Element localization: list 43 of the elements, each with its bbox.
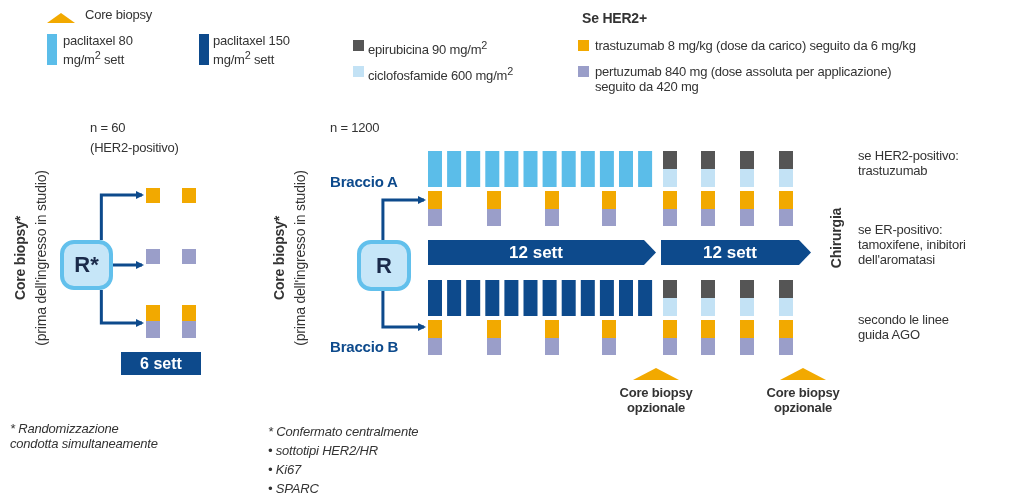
legend-text: Core biopsy [85, 7, 154, 22]
randomization-box: R* [60, 240, 113, 290]
treatment-schedule-drawing [428, 151, 793, 226]
arrow [99, 290, 144, 327]
legend-text: trastuzumab 8 mg/kg (dose da carico) seguito da 6 mg/kg [595, 38, 917, 53]
note: se HER2-positivo: trastuzumab [858, 148, 960, 178]
arrow [99, 191, 144, 240]
legend-text: pertuzumab 840 mg (dose assoluta per applicazione) seguito da 420 mg [595, 64, 893, 94]
note: Core biopsy opzionale [765, 385, 841, 415]
note: (prima dell'ingresso in studio) [32, 170, 50, 346]
footnote: * Confermato centralmente [268, 424, 419, 439]
legend-text: paclitaxel 80 mg/m$^{2}$ sett [63, 33, 134, 68]
footnote: * Randomizzazione condotta simultaneamente [10, 421, 159, 451]
arm-label: Braccio A [330, 173, 398, 191]
footnote: • sottotipi HER2/HR [268, 443, 378, 458]
note: secondo le linee guida AGO [858, 312, 950, 342]
note: se ER-positivo: tamoxifene, inibitori dell'aromatasi [858, 222, 967, 267]
legend-text: ciclofosfamide 600 mg/m$^{2}$ [368, 64, 514, 84]
axis-label: Core biopsy* [11, 216, 29, 300]
axis-label: Core biopsy* [270, 216, 288, 300]
arm-label: Braccio B [330, 338, 399, 356]
sample-size: n = 1200 [330, 120, 380, 135]
duration-banner: 12 sett [428, 240, 656, 265]
legend-text: epirubicina 90 mg/m$^{2}$ [368, 38, 489, 58]
note: (HER2-positivo) [90, 140, 179, 155]
sample-size: n = 60 [90, 120, 126, 135]
step-label: Chirurgia [827, 207, 845, 269]
heading: Se HER2+ [582, 10, 647, 27]
note: (prima dell'ingresso in studio) [291, 170, 309, 346]
dose-marker-drawing [146, 249, 196, 264]
duration-bar: 6 sett [121, 352, 201, 375]
note: Core biopsy opzionale [618, 385, 694, 415]
legend-text: paclitaxel 150 mg/m$^{2}$ sett [213, 33, 291, 68]
footnote: • Ki67 [268, 462, 301, 477]
arrow [113, 261, 144, 269]
dose-marker-drawing [146, 188, 196, 203]
dose-marker-drawing [146, 305, 196, 338]
treatment-schedule-drawing [428, 280, 793, 355]
footnote: • SPARC [268, 481, 319, 496]
arrow [381, 291, 426, 331]
arrow [381, 196, 426, 240]
duration-banner: 12 sett [661, 240, 811, 265]
randomization-box: R [357, 240, 411, 291]
